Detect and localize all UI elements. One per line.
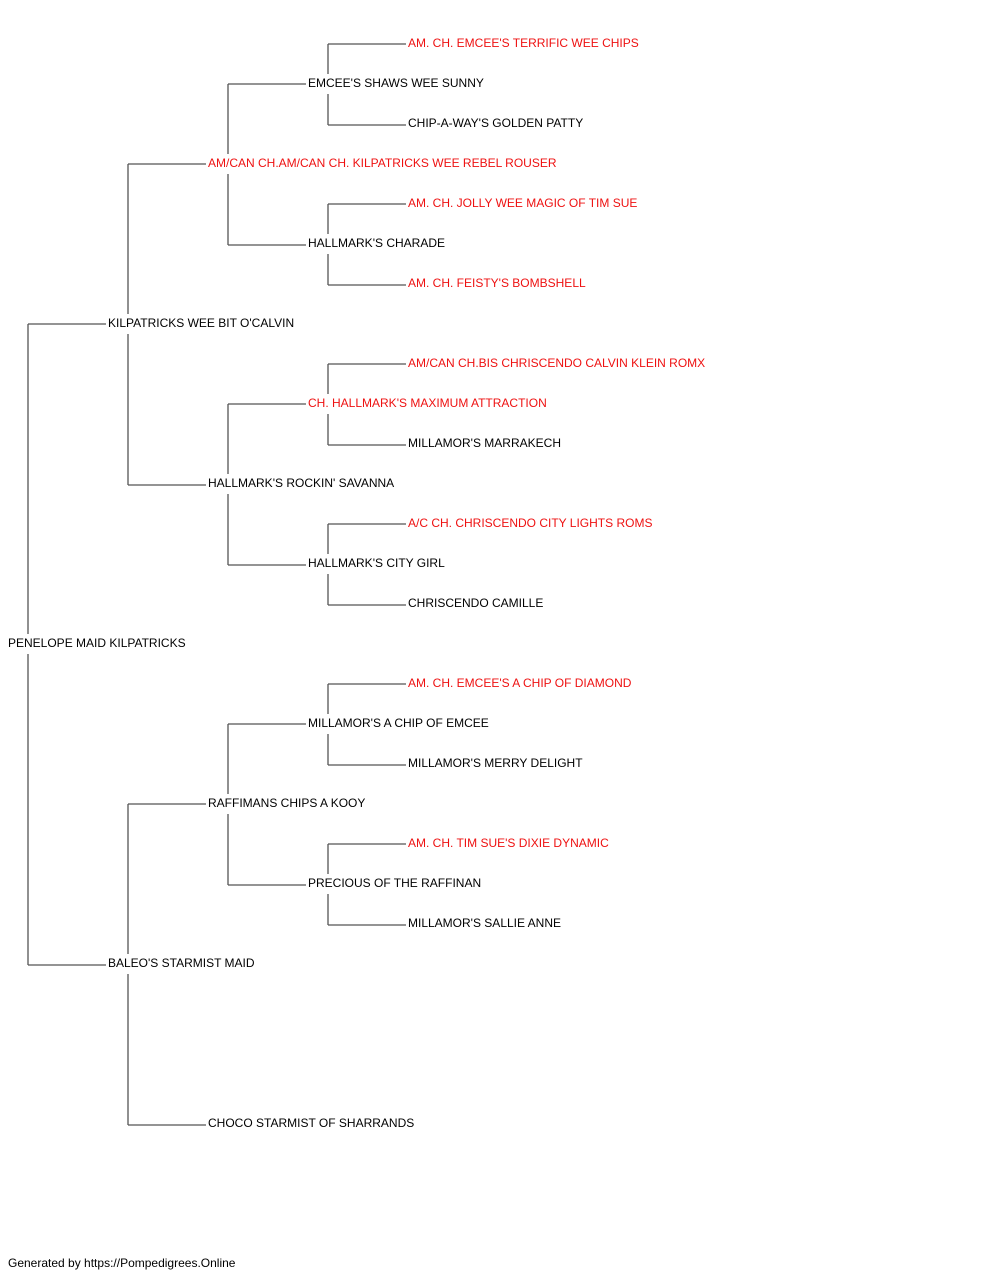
footer-credit: Generated by https://Pompedigrees.Online (8, 1256, 236, 1270)
ancestor-name: A/C CH. CHRISCENDO CITY LIGHTS ROMS (408, 516, 652, 530)
ancestor-name: AM. CH. JOLLY WEE MAGIC OF TIM SUE (408, 196, 637, 210)
ancestor-name: PRECIOUS OF THE RAFFINAN (308, 876, 481, 890)
ancestor-name: CHIP-A-WAY'S GOLDEN PATTY (408, 116, 583, 130)
ancestor-name: HALLMARK'S CITY GIRL (308, 556, 445, 570)
ancestor-name: KILPATRICKS WEE BIT O'CALVIN (108, 316, 294, 330)
ancestor-name: MILLAMOR'S SALLIE ANNE (408, 916, 561, 930)
ancestor-name: EMCEE'S SHAWS WEE SUNNY (308, 76, 484, 90)
subject-dog-name: PENELOPE MAID KILPATRICKS (8, 636, 186, 650)
ancestor-name: CHRISCENDO CAMILLE (408, 596, 543, 610)
ancestor-name: AM. CH. TIM SUE'S DIXIE DYNAMIC (408, 836, 609, 850)
ancestor-name: AM/CAN CH.BIS CHRISCENDO CALVIN KLEIN RO… (408, 356, 705, 370)
ancestor-name: AM. CH. EMCEE'S TERRIFIC WEE CHIPS (408, 36, 639, 50)
ancestor-name: CHOCO STARMIST OF SHARRANDS (208, 1116, 414, 1130)
ancestor-name: HALLMARK'S CHARADE (308, 236, 445, 250)
ancestor-name: CH. HALLMARK'S MAXIMUM ATTRACTION (308, 396, 547, 410)
ancestor-name: BALEO'S STARMIST MAID (108, 956, 255, 970)
ancestor-name: MILLAMOR'S MARRAKECH (408, 436, 561, 450)
ancestor-name: MILLAMOR'S MERRY DELIGHT (408, 756, 583, 770)
ancestor-name: AM. CH. EMCEE'S A CHIP OF DIAMOND (408, 676, 632, 690)
ancestor-name: MILLAMOR'S A CHIP OF EMCEE (308, 716, 489, 730)
ancestor-name: AM/CAN CH.AM/CAN CH. KILPATRICKS WEE REB… (208, 156, 557, 170)
ancestor-name: HALLMARK'S ROCKIN' SAVANNA (208, 476, 394, 490)
ancestor-name: AM. CH. FEISTY'S BOMBSHELL (408, 276, 586, 290)
ancestor-name: RAFFIMANS CHIPS A KOOY (208, 796, 365, 810)
